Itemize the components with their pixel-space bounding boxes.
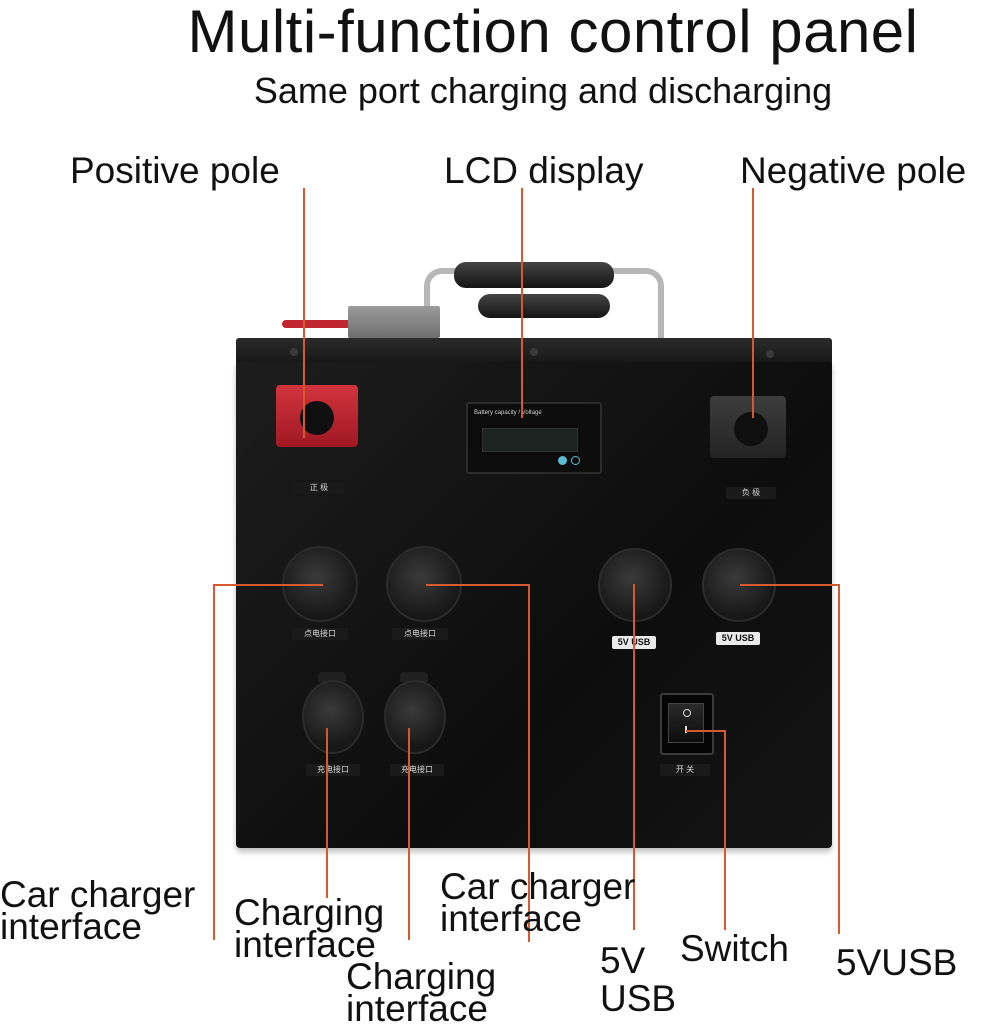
- screw: [530, 348, 538, 356]
- page-subtitle: Same port charging and discharging: [253, 70, 833, 111]
- charging-port-mid: [384, 680, 446, 754]
- callout-usb-left: 5V USB: [600, 940, 677, 1019]
- usb-label-right: 5V USB: [716, 632, 760, 645]
- power-switch: [660, 693, 714, 755]
- terminal-bolt-hole: [300, 401, 334, 435]
- on-symbol-icon: [685, 726, 687, 733]
- lcd-display: Battery capacity / Voltage: [466, 402, 602, 474]
- car-port-label-left: 点电接口: [292, 628, 348, 640]
- leader-car-charger-left-h: [213, 584, 323, 586]
- callout-positive-pole: Positive pole: [70, 150, 280, 191]
- leader-switch-h: [686, 730, 726, 732]
- positive-terminal: [276, 385, 358, 447]
- screw: [290, 348, 298, 356]
- handle-grip-top: [454, 262, 614, 288]
- negative-terminal-label: 负 极: [726, 487, 776, 499]
- callout-car-charger-mid: Car charger interface: [440, 866, 636, 939]
- charging-port-left: [302, 680, 364, 754]
- callout-lcd-display: LCD display: [444, 150, 644, 191]
- callout-charging-left: Charging interface: [234, 892, 385, 965]
- off-symbol-icon: [683, 709, 691, 717]
- negative-terminal: [710, 396, 786, 458]
- callout-negative-pole: Negative pole: [740, 150, 967, 191]
- charge-port-label-left: 充电接口: [306, 764, 360, 776]
- leader-car-charger-mid-h: [426, 584, 530, 586]
- car-port-label-mid: 点电接口: [392, 628, 448, 640]
- handle-grip-bottom: [478, 294, 610, 318]
- charge-port-label-mid: 充电接口: [390, 764, 444, 776]
- leader-usb-right-h: [740, 584, 840, 586]
- callout-switch: Switch: [680, 928, 789, 969]
- lcd-caption: Battery capacity / Voltage: [474, 410, 542, 416]
- leader-positive-pole: [303, 188, 305, 438]
- switch-rocker: [668, 703, 704, 743]
- leader-car-charger-left-v: [213, 584, 215, 940]
- switch-label: 开 关: [660, 764, 710, 776]
- callout-car-charger-left: Car charger interface: [0, 874, 196, 947]
- usb-port-left: [598, 548, 672, 622]
- lcd-screen: [482, 428, 578, 452]
- port-cap: [318, 672, 346, 682]
- leader-usb-right-v: [838, 584, 840, 934]
- anderson-connector: [348, 306, 440, 338]
- leader-switch-v: [724, 730, 726, 930]
- leader-car-charger-mid-v: [528, 584, 530, 942]
- port-cap: [400, 672, 428, 682]
- screw: [766, 350, 774, 358]
- leader-lcd-display: [521, 188, 523, 418]
- positive-terminal-label: 正 极: [294, 482, 344, 494]
- callout-charging-mid: Charging interface: [346, 956, 497, 1029]
- leader-charging-mid: [408, 728, 410, 940]
- circle-dot-icon: [558, 456, 567, 465]
- callout-usb-right: 5VUSB: [836, 942, 958, 983]
- leader-negative-pole: [752, 188, 754, 418]
- terminal-bolt-hole: [734, 412, 768, 446]
- page-title: Multi-function control panel: [187, 0, 919, 65]
- leader-usb-left: [633, 584, 635, 930]
- red-cable: [282, 320, 352, 328]
- leader-charging-left: [326, 728, 328, 898]
- refresh-icon: [571, 456, 580, 465]
